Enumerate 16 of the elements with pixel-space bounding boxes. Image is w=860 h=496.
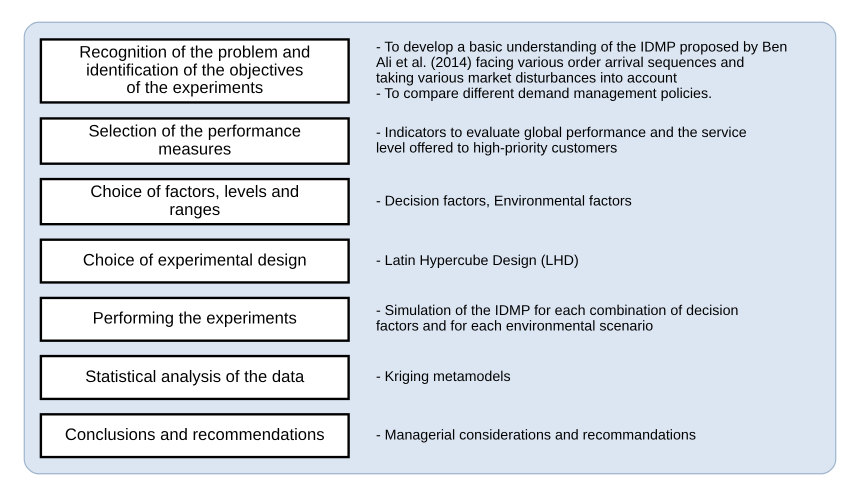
node-box: Conclusions and recommendations <box>40 413 350 458</box>
node-box: Choice of factors, levels and ranges <box>40 178 350 226</box>
node-label: - Decision factors, Environmental factors <box>376 193 632 210</box>
node-label: - To compare different demand management policies. <box>376 86 712 102</box>
node-box: Selection of the performance measures <box>40 117 350 165</box>
node-label: - To develop a basic understanding of the IDMP proposed by Ben Ali et al. (2014) facing various order arrival sequences and taking various market disturbances into account <box>376 39 788 86</box>
node-box: Choice of experimental design <box>40 238 350 284</box>
node-label: - Managerial considerations and recommandations <box>376 427 696 444</box>
node-label: - Latin Hypercube Design (LHD) <box>376 252 579 269</box>
node-box: Performing the experiments <box>40 296 350 342</box>
node-label: - Kriging metamodels <box>376 369 511 386</box>
node-box: Statistical analysis of the data <box>40 354 350 400</box>
node-label: - Indicators to evaluate global performance and the service level offered to high-priority customers <box>376 125 747 156</box>
node-box: Recognition of the problem and identification of the objectives of the experiments <box>40 38 350 104</box>
node-label: - Simulation of the IDMP for each combination of decision factors and for each environmental scenario <box>376 303 738 335</box>
cluster <box>24 22 836 474</box>
